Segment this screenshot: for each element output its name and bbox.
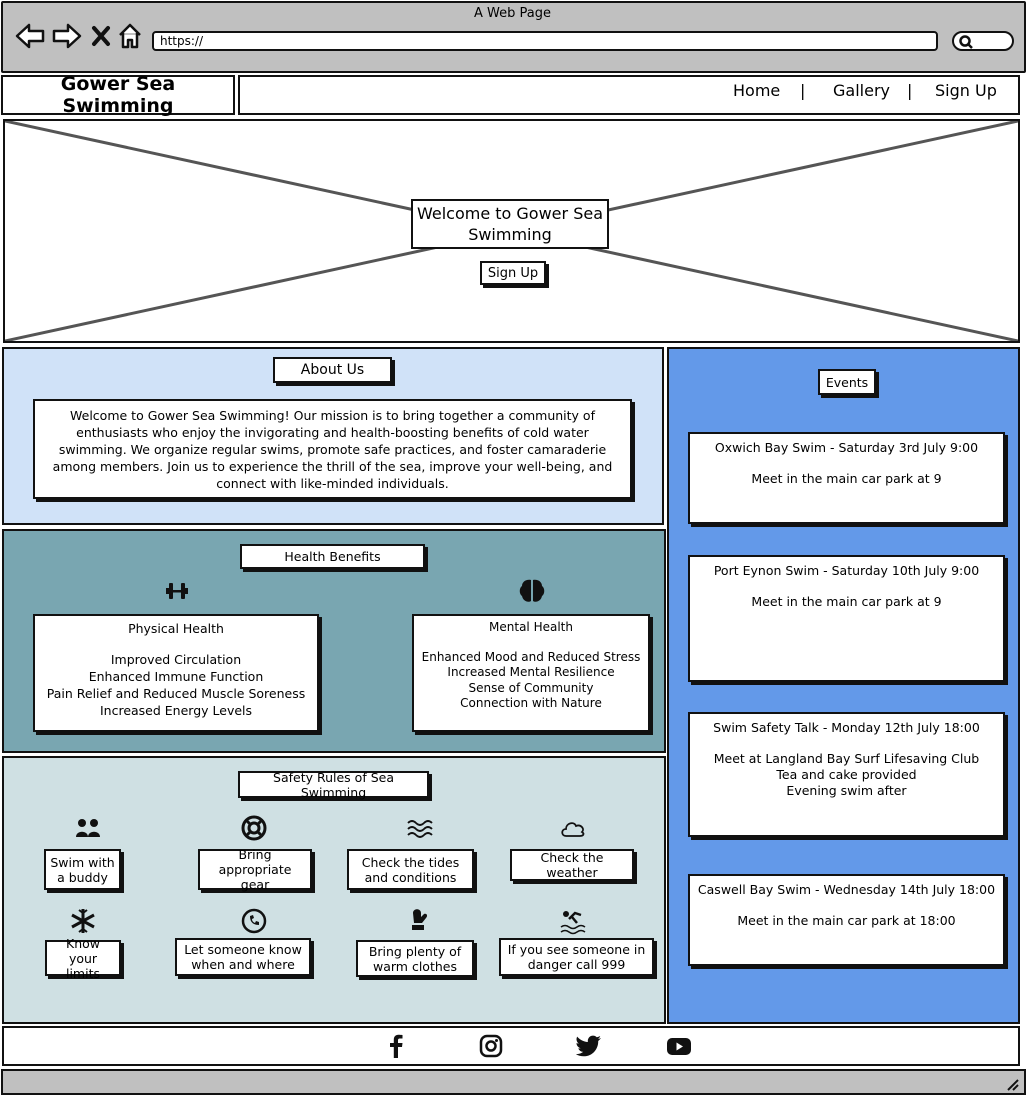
hero-sign-up-button[interactable]: Sign Up xyxy=(480,261,546,285)
mental-health-card: Mental Health Enhanced Mood and Reduced … xyxy=(412,614,650,732)
event-detail: Meet in the main car park at 9 xyxy=(751,471,942,486)
mental-health-item: Sense of Community xyxy=(468,680,594,695)
window-title: A Web Page xyxy=(474,6,551,21)
physical-health-item: Pain Relief and Reduced Muscle Soreness xyxy=(46,686,306,701)
nav-bar xyxy=(238,75,1020,115)
safety-rules-title: Safety Rules of Sea Swimming xyxy=(238,770,429,800)
safety-rule-card: Let someone know when and where xyxy=(175,938,311,976)
physical-health-item: Improved Circulation xyxy=(110,652,242,667)
phone-icon xyxy=(241,908,267,934)
physical-health-item: Increased Energy Levels xyxy=(99,703,253,718)
snowflake-icon xyxy=(71,909,95,933)
event-detail: Tea and cake provided xyxy=(776,767,917,782)
about-title: About Us xyxy=(273,357,392,383)
event-title: Swim Safety Talk - Monday 12th July 18:0… xyxy=(713,720,980,735)
mental-health-title: Mental Health xyxy=(489,620,573,634)
twitter-icon[interactable] xyxy=(576,1034,602,1058)
cloud-icon xyxy=(561,822,585,837)
waves-icon xyxy=(407,820,433,838)
physical-health-item: Enhanced Immune Function xyxy=(88,669,264,684)
search-icon xyxy=(959,35,973,49)
event-detail: Meet at Langland Bay Surf Lifesaving Clu… xyxy=(713,751,980,766)
health-benefits-title: Health Benefits xyxy=(240,544,425,569)
url-bar[interactable]: https:// xyxy=(152,31,938,51)
nav-home[interactable]: Home xyxy=(733,81,781,100)
forward-icon[interactable] xyxy=(51,22,83,50)
youtube-icon[interactable] xyxy=(666,1034,692,1058)
dumbbell-icon xyxy=(166,583,188,599)
mental-health-item: Enhanced Mood and Reduced Stress xyxy=(421,649,641,664)
nav-separator: | xyxy=(907,81,913,100)
browser-search-box[interactable] xyxy=(952,31,1014,51)
safety-rule-card: If you see someone in danger call 999 xyxy=(499,938,654,976)
event-detail: Meet in the main car park at 9 xyxy=(751,594,942,609)
safety-rule-card: Bring plenty of warm clothes xyxy=(356,940,474,977)
brain-icon xyxy=(519,579,545,602)
event-card[interactable]: Swim Safety Talk - Monday 12th July 18:0… xyxy=(688,712,1005,837)
close-icon[interactable] xyxy=(91,25,111,47)
event-detail: Meet in the main car park at 18:00 xyxy=(737,913,956,928)
back-icon[interactable] xyxy=(14,22,46,50)
lifebuoy-icon xyxy=(241,815,267,841)
browser-status-bar xyxy=(1,1069,1026,1095)
instagram-icon[interactable] xyxy=(479,1034,503,1058)
mitten-icon xyxy=(412,909,428,930)
safety-rule-card: Know your limits xyxy=(45,936,121,981)
footer xyxy=(2,1026,1020,1066)
physical-health-title: Physical Health xyxy=(128,621,224,636)
hero-title: Welcome to Gower Sea Swimming xyxy=(411,199,609,249)
safety-rule-card: Swim with a buddy xyxy=(44,849,121,890)
event-card[interactable]: Caswell Bay Swim - Wednesday 14th July 1… xyxy=(688,874,1005,966)
resize-grip-icon[interactable] xyxy=(1004,1077,1020,1091)
safety-rules-section xyxy=(2,756,666,1024)
site-logo[interactable]: Gower Sea Swimming xyxy=(1,73,235,117)
event-title: Oxwich Bay Swim - Saturday 3rd July 9:00 xyxy=(714,440,979,455)
mental-health-item: Increased Mental Resilience xyxy=(447,665,615,679)
people-icon xyxy=(76,819,100,837)
safety-rule-card: Bring appropriate gear xyxy=(198,847,312,892)
safety-rule-card: Check the weather xyxy=(510,849,634,881)
swimmer-icon xyxy=(560,911,586,935)
event-title: Caswell Bay Swim - Wednesday 14th July 1… xyxy=(697,882,996,897)
events-title: Events xyxy=(818,369,876,395)
about-text: Welcome to Gower Sea Swimming! Our missi… xyxy=(33,399,632,499)
nav-gallery[interactable]: Gallery xyxy=(833,81,890,100)
home-icon[interactable] xyxy=(117,22,143,50)
safety-rule-card: Check the tides and conditions xyxy=(347,849,474,890)
nav-separator: | xyxy=(800,81,806,100)
mental-health-item: Connection with Nature xyxy=(460,696,602,710)
event-title: Port Eynon Swim - Saturday 10th July 9:0… xyxy=(713,563,980,578)
facebook-icon[interactable] xyxy=(384,1034,408,1058)
nav-sign-up[interactable]: Sign Up xyxy=(935,81,997,100)
event-card[interactable]: Oxwich Bay Swim - Saturday 3rd July 9:00… xyxy=(688,432,1005,524)
event-card[interactable]: Port Eynon Swim - Saturday 10th July 9:0… xyxy=(688,555,1005,682)
physical-health-card: Physical Health Improved Circulation Enh… xyxy=(33,614,319,732)
event-detail: Evening swim after xyxy=(786,783,907,798)
